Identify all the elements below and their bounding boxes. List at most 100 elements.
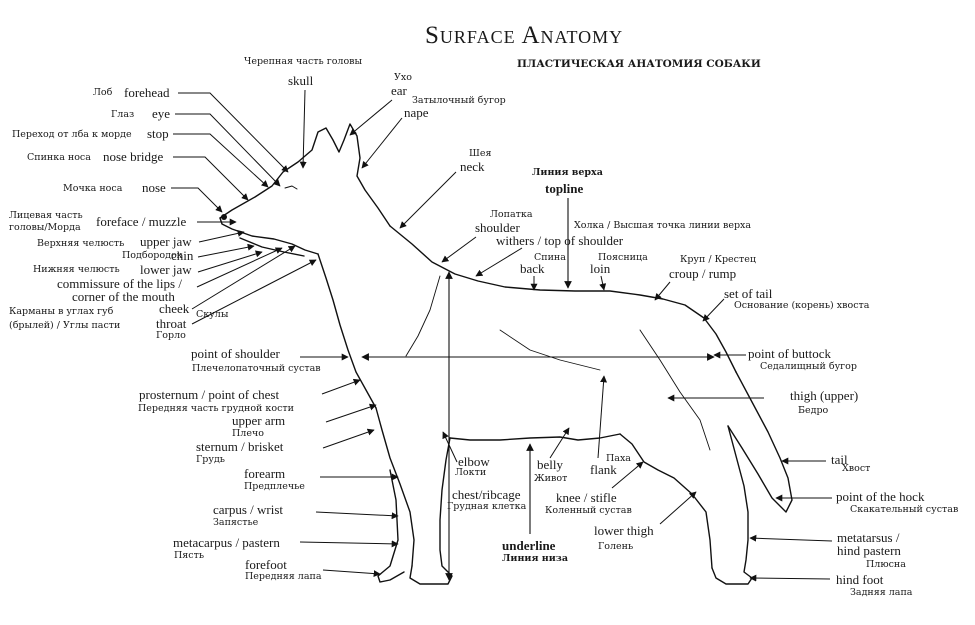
label-muzzle-ru-1: Лицевая часть (9, 210, 83, 221)
leader-hind-foot (749, 574, 831, 582)
label-carpus-ru: Запястье (213, 517, 259, 528)
label-elbow-ru: Локти (455, 467, 487, 478)
label-throat-ru: Горло (156, 330, 186, 341)
label-back-ru: Спина (534, 252, 566, 263)
label-lower-jaw-ru: Нижняя челюсть (33, 264, 120, 275)
label-cheek: cheek (159, 301, 190, 316)
label-neck: neck (460, 159, 485, 174)
leader-sternum (322, 428, 375, 449)
label-carpus: carpus / wrist (213, 502, 284, 517)
page-subtitle: ПЛАСТИЧЕСКАЯ АНАТОМИЯ СОБАКИ (517, 58, 761, 70)
label-lower-thigh-ru: Голень (598, 541, 634, 552)
label-shoulder-ru: Лопатка (490, 209, 533, 220)
label-muzzle-ru-2: головы/Морда (9, 222, 81, 233)
label-metacarpus: metacarpus / pastern (173, 535, 280, 550)
leader-belly (549, 427, 570, 459)
label-underline-ru: Линия низа (502, 553, 568, 564)
leader-upper-arm (325, 403, 377, 423)
label-belly: belly (537, 457, 563, 472)
head-outline (219, 123, 391, 227)
label-belly-ru: Живот (534, 473, 568, 484)
leader-loin (599, 275, 607, 291)
label-chest: chest/ribcage (452, 487, 521, 502)
neck-front (317, 253, 377, 409)
label-point-of-hock-ru: Скакательный сустав (850, 504, 959, 515)
leader-eye (175, 113, 281, 187)
label-thigh-ru: Бедро (798, 405, 829, 416)
muzzle-outline (219, 217, 319, 255)
label-point-of-buttock: point of buttock (748, 346, 832, 361)
label-nose-bridge: nose bridge (103, 149, 164, 164)
label-underline: underline (502, 538, 556, 553)
label-hind-foot: hind foot (836, 572, 884, 587)
label-forearm-ru: Предплечье (244, 481, 305, 492)
label-tail: tail (831, 452, 848, 467)
label-prosternum: prosternum / point of chest (139, 387, 280, 402)
label-chin: chin (171, 248, 194, 263)
label-elbow: elbow (458, 454, 490, 469)
label-nose-ru: Мочка носа (63, 183, 123, 194)
label-upper-arm: upper arm (232, 413, 286, 428)
leader-upper-jaw (198, 229, 245, 243)
label-loin: loin (590, 261, 611, 276)
label-upper-arm-ru: Плечо (232, 428, 264, 439)
label-point-of-hock: point of the hock (836, 489, 925, 504)
belly-outline (449, 433, 621, 441)
label-forehead-ru: Лоб (93, 87, 113, 98)
label-upper-jaw-ru: Верхняя челюсть (37, 238, 125, 249)
back-outline (389, 225, 737, 373)
shoulder-contour (405, 275, 441, 357)
hind-leg-front (619, 433, 713, 569)
label-point-of-buttock-ru: Седалищный бугор (760, 361, 857, 372)
thigh-contour (639, 329, 711, 451)
leader-skull (299, 89, 307, 169)
label-sternum: sternum / brisket (196, 439, 284, 454)
label-point-of-shoulder-ru: Плечелопаточный сустав (192, 363, 321, 374)
hind-leg-back (711, 425, 753, 585)
label-tail-ru: Хвост (842, 463, 871, 474)
label-ear: ear (391, 83, 407, 98)
label-throat: throat (156, 316, 187, 331)
label-flank: flank (590, 462, 617, 477)
leader-carpus (315, 511, 399, 520)
label-hind-foot-ru: Задняя лапа (850, 587, 913, 598)
label-knee-ru: Коленный сустав (545, 505, 632, 516)
leader-cheek (191, 245, 296, 310)
measure-lines (361, 198, 715, 581)
label-lower-thigh: lower thigh (594, 523, 654, 538)
tail-outline (727, 371, 793, 513)
leader-nose (171, 187, 223, 213)
leader-flank (597, 375, 608, 459)
label-nose: nose (142, 180, 166, 195)
label-topline: topline (545, 181, 584, 196)
leader-forehead (178, 92, 289, 173)
leader-prosternum (321, 378, 361, 395)
label-chest-ru: Грудная клетка (447, 501, 527, 512)
label-croup: croup / rump (669, 266, 737, 281)
label-lower-jaw: lower jaw (140, 262, 192, 277)
leader-forefoot (322, 569, 381, 578)
label-forehead: forehead (124, 85, 170, 100)
leader-neck (399, 171, 457, 229)
leader-lower-jaw (197, 250, 263, 273)
jaw-line (239, 237, 305, 257)
label-commissure-ru-2: (брылей) / Углы пасти (9, 320, 121, 331)
label-thigh: thigh (upper) (790, 388, 859, 403)
label-back: back (520, 261, 545, 276)
label-point-of-shoulder: point of shoulder (191, 346, 280, 361)
label-croup-ru: Круп / Крестец (680, 254, 756, 265)
label-forearm: forearm (244, 466, 286, 481)
leader-commissure (196, 247, 283, 288)
label-ear-ru: Ухо (394, 72, 412, 83)
label-nape-ru: Затылочный бугор (412, 95, 506, 106)
label-stop-ru: Переход от лба к морде (12, 129, 132, 140)
leader-lines (171, 89, 833, 582)
label-eye-ru: Глаз (111, 109, 135, 120)
leader-set-of-tail (702, 298, 725, 322)
label-knee: knee / stifle (556, 490, 617, 505)
label-muzzle: foreface / muzzle (96, 214, 187, 229)
label-commissure-2: corner of the mouth (72, 289, 175, 304)
foreleg-second (377, 469, 405, 583)
page-title: Surface Anatomy (425, 22, 624, 49)
label-neck-ru: Шея (469, 148, 492, 159)
